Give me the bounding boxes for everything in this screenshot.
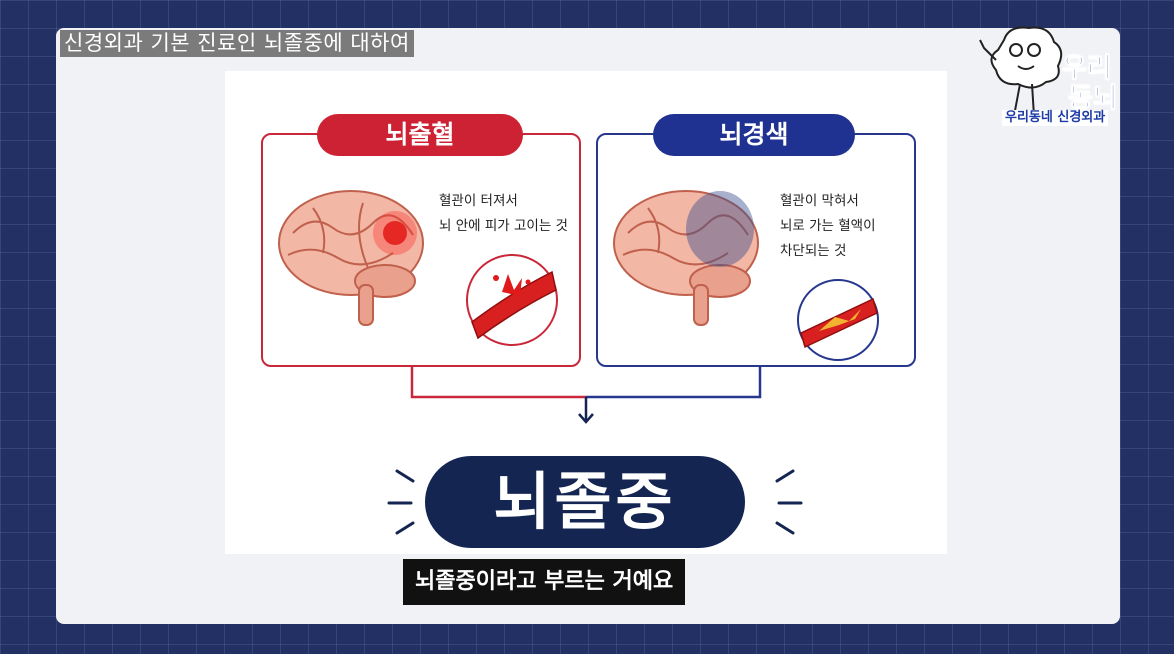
video-subtitle: 뇌졸중이라고 부르는 거예요	[403, 559, 686, 605]
infarction-line3: 차단되는 것	[780, 243, 847, 259]
infarction-line1: 혈관이 막혀서	[780, 193, 859, 209]
blocked-vessel-icon	[797, 279, 879, 361]
infarction-label: 뇌경색	[653, 114, 855, 156]
logo-text-line1: 우리	[1062, 53, 1113, 85]
brain-bleed-icon	[278, 190, 424, 326]
video-frame: 신경외과 기본 진료인 뇌졸중에 대하여 혈관이 터져서	[56, 28, 1120, 624]
infarction-line2: 뇌로 가는 혈액이	[780, 218, 876, 234]
hemorrhage-line1: 혈관이 터져서	[439, 193, 518, 209]
hemorrhage-description: 혈관이 터져서 뇌 안에 피가 고이는 것	[439, 189, 568, 239]
infarction-panel: 혈관이 막혀서 뇌로 가는 혈액이 차단되는 것	[596, 133, 916, 367]
infarction-description: 혈관이 막혀서 뇌로 가는 혈액이 차단되는 것	[780, 189, 876, 264]
video-title: 신경외과 기본 진료인 뇌졸중에 대하여	[60, 30, 414, 57]
burst-vessel-icon	[466, 254, 558, 346]
logo-subtext: 우리동네 신경외과	[1002, 110, 1109, 126]
stroke-label: 뇌졸중	[425, 456, 745, 548]
burst-lines-left-icon	[387, 469, 415, 535]
slide: 혈관이 터져서 뇌 안에 피가 고이는 것 뇌출혈	[225, 71, 947, 554]
logo-text-line2: 동뇌	[1068, 83, 1119, 115]
hemorrhage-panel: 혈관이 터져서 뇌 안에 피가 고이는 것	[261, 133, 581, 367]
burst-lines-right-icon	[775, 469, 803, 535]
brain-mascot-icon	[979, 26, 1063, 117]
hemorrhage-label: 뇌출혈	[317, 114, 523, 156]
brain-blockage-icon	[613, 190, 759, 326]
connector-arrow	[410, 365, 762, 424]
hemorrhage-line2: 뇌 안에 피가 고이는 것	[439, 218, 568, 234]
channel-logo: 우리 동뇌 우리동네 신경외과	[974, 20, 1174, 140]
